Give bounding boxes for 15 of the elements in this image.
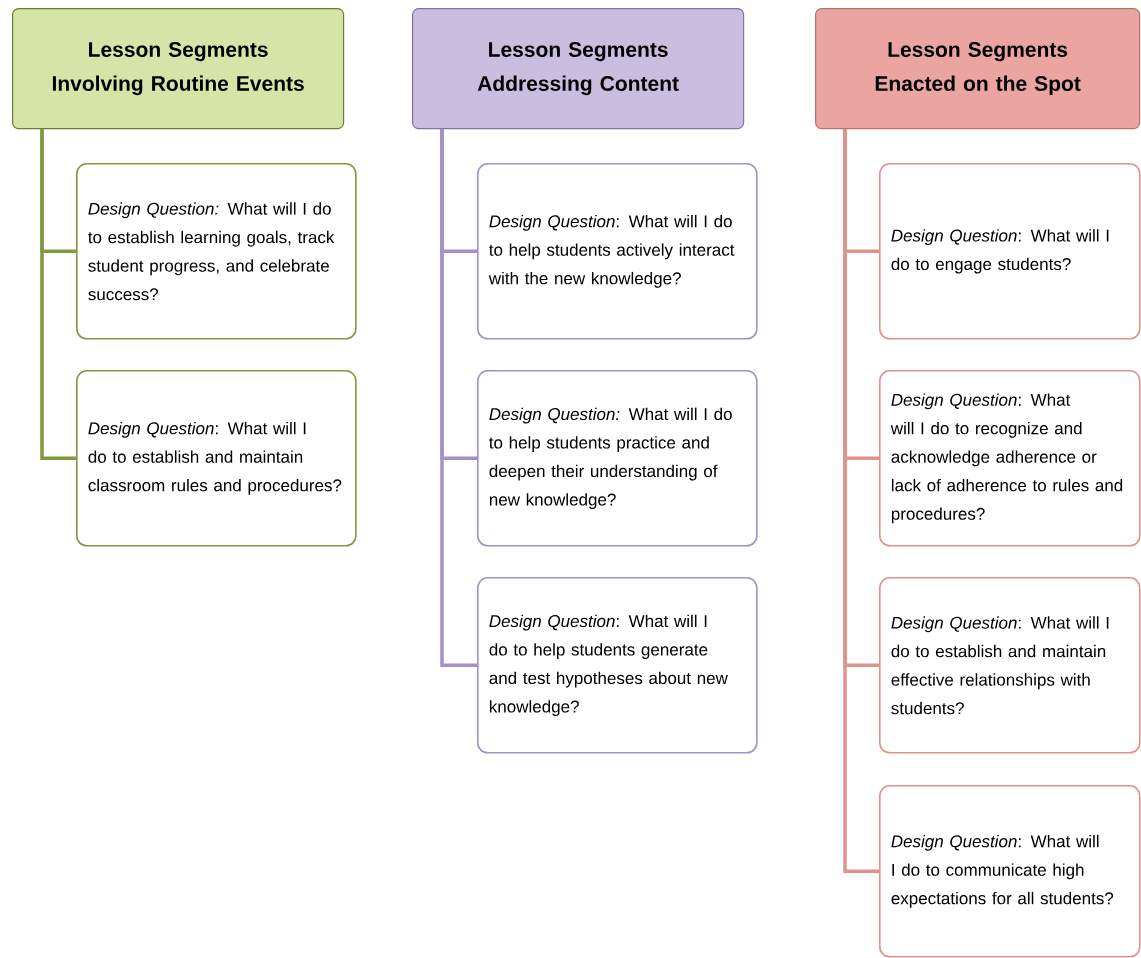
category-header: Lesson Segments Involving Routine Events — [12, 8, 345, 130]
connector-line — [40, 129, 76, 461]
question-box: Design Question: What will I do to establish and maintain effective relationships with students? — [879, 577, 1141, 754]
category-header: Lesson Segments Addressing Content — [412, 8, 745, 130]
category-header: Lesson Segments Enacted on the Spot — [815, 8, 1141, 130]
connector-line — [440, 129, 477, 668]
question-box: Design Question: What will I do to help students generate and test hypotheses about new knowledge? — [477, 577, 758, 754]
question-box: Design Question: What will I do to help students practice and deepen their understanding of new knowledge? — [477, 370, 758, 547]
question-box: Design Question: What will I do to engage students? — [879, 163, 1141, 340]
question-box: Design Question: What will I do to help students actively interact with the new knowledge? — [477, 163, 758, 340]
question-box: Design Question: What will I do to establish and maintain classroom rules and procedures? — [76, 370, 357, 547]
question-box: Design Question: What will I do to recognize and acknowledge adherence or lack of adherence to rules and procedures? — [879, 370, 1141, 547]
question-box: Design Question: What will I do to establish learning goals, track student progress, and celebrate success? — [76, 163, 357, 340]
connector-line — [843, 129, 879, 874]
question-box: Design Question: What will I do to communicate high expectations for all students? — [879, 785, 1141, 958]
